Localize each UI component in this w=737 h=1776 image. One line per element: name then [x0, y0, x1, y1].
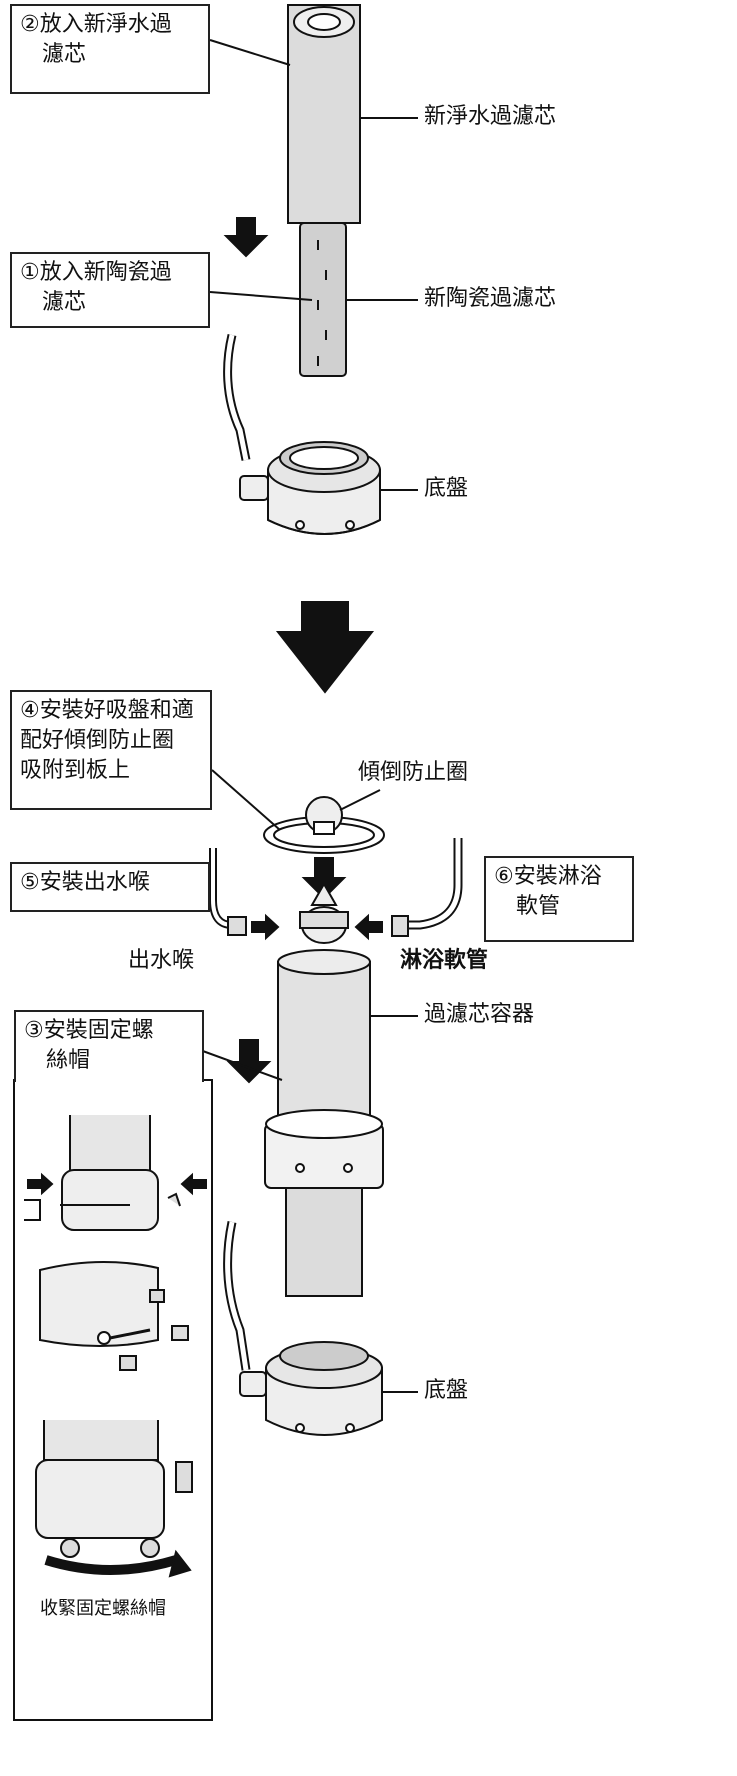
- leader-step2: [209, 39, 291, 66]
- arrow-right-icon: [251, 913, 280, 941]
- leader-tip-guard: [339, 789, 381, 811]
- callout-step6-line2: 軟管: [516, 894, 561, 919]
- callout-step6: ⑥安裝淋浴 軟管: [484, 856, 634, 942]
- label-shower-hose: 淋浴軟管: [400, 948, 489, 973]
- base-bottom: [239, 1341, 383, 1436]
- callout-step1: ①放入新陶瓷過 濾芯: [10, 252, 210, 328]
- step3-detail-2: [39, 1260, 189, 1371]
- leader-step1: [209, 291, 313, 301]
- callout-step4-line1: ④安裝好吸盤和適: [20, 698, 194, 723]
- arrow-left-icon: [354, 913, 383, 941]
- callout-step2: ②放入新淨水過 濾芯: [10, 4, 210, 94]
- tip-guard-ring: [263, 796, 385, 854]
- cartridge-container: [264, 949, 384, 1297]
- callout-step3-line2: 絲帽: [46, 1048, 91, 1073]
- label-base-bottom: 底盤: [424, 1378, 469, 1403]
- callout-step6-line1: ⑥安裝淋浴: [494, 864, 602, 889]
- callout-step3: ③安裝固定螺 絲帽: [14, 1010, 204, 1082]
- callout-step4-line2: 配好傾倒防止圈: [20, 728, 175, 753]
- label-new-ceramic-cartridge: 新陶瓷過濾芯: [424, 286, 557, 311]
- callout-step3-line1: ③安裝固定螺: [24, 1018, 154, 1043]
- step3-detail-1: [24, 1115, 207, 1231]
- callout-step5-line1: ⑤安裝出水喉: [20, 870, 150, 895]
- leader-step4: [211, 769, 281, 831]
- arrow-down-cap-icon: [301, 857, 347, 900]
- label-new-purifier-cartridge: 新淨水過濾芯: [424, 104, 557, 129]
- label-tighten-caps: 收緊固定螺絲帽: [40, 1598, 166, 1619]
- step3-detail-3: [35, 1420, 193, 1578]
- label-tip-guard: 傾倒防止圈: [358, 760, 469, 785]
- callout-step4-line3: 吸附到板上: [20, 758, 131, 783]
- callout-step2-line1: ②放入新淨水過: [20, 12, 172, 37]
- callout-step4: ④安裝好吸盤和適 配好傾倒防止圈 吸附到板上: [10, 690, 212, 810]
- new-purifier-cartridge: [287, 4, 361, 224]
- top-cap: [299, 881, 349, 944]
- label-base-top: 底盤: [424, 476, 469, 501]
- big-arrow-down-icon: [275, 601, 375, 694]
- callout-step5: ⑤安裝出水喉: [10, 862, 210, 912]
- label-outlet: 出水喉: [128, 948, 195, 973]
- leader-step3: [199, 1049, 283, 1081]
- base-top: [239, 441, 381, 535]
- arrow-down-icon: [223, 217, 269, 258]
- callout-step1-line2: 濾芯: [42, 290, 87, 315]
- label-cartridge-container: 過濾芯容器: [424, 1002, 535, 1027]
- callout-step2-line2: 濾芯: [42, 42, 87, 67]
- arrow-down-container-icon: [226, 1039, 272, 1084]
- callout-step1-line1: ①放入新陶瓷過: [20, 260, 172, 285]
